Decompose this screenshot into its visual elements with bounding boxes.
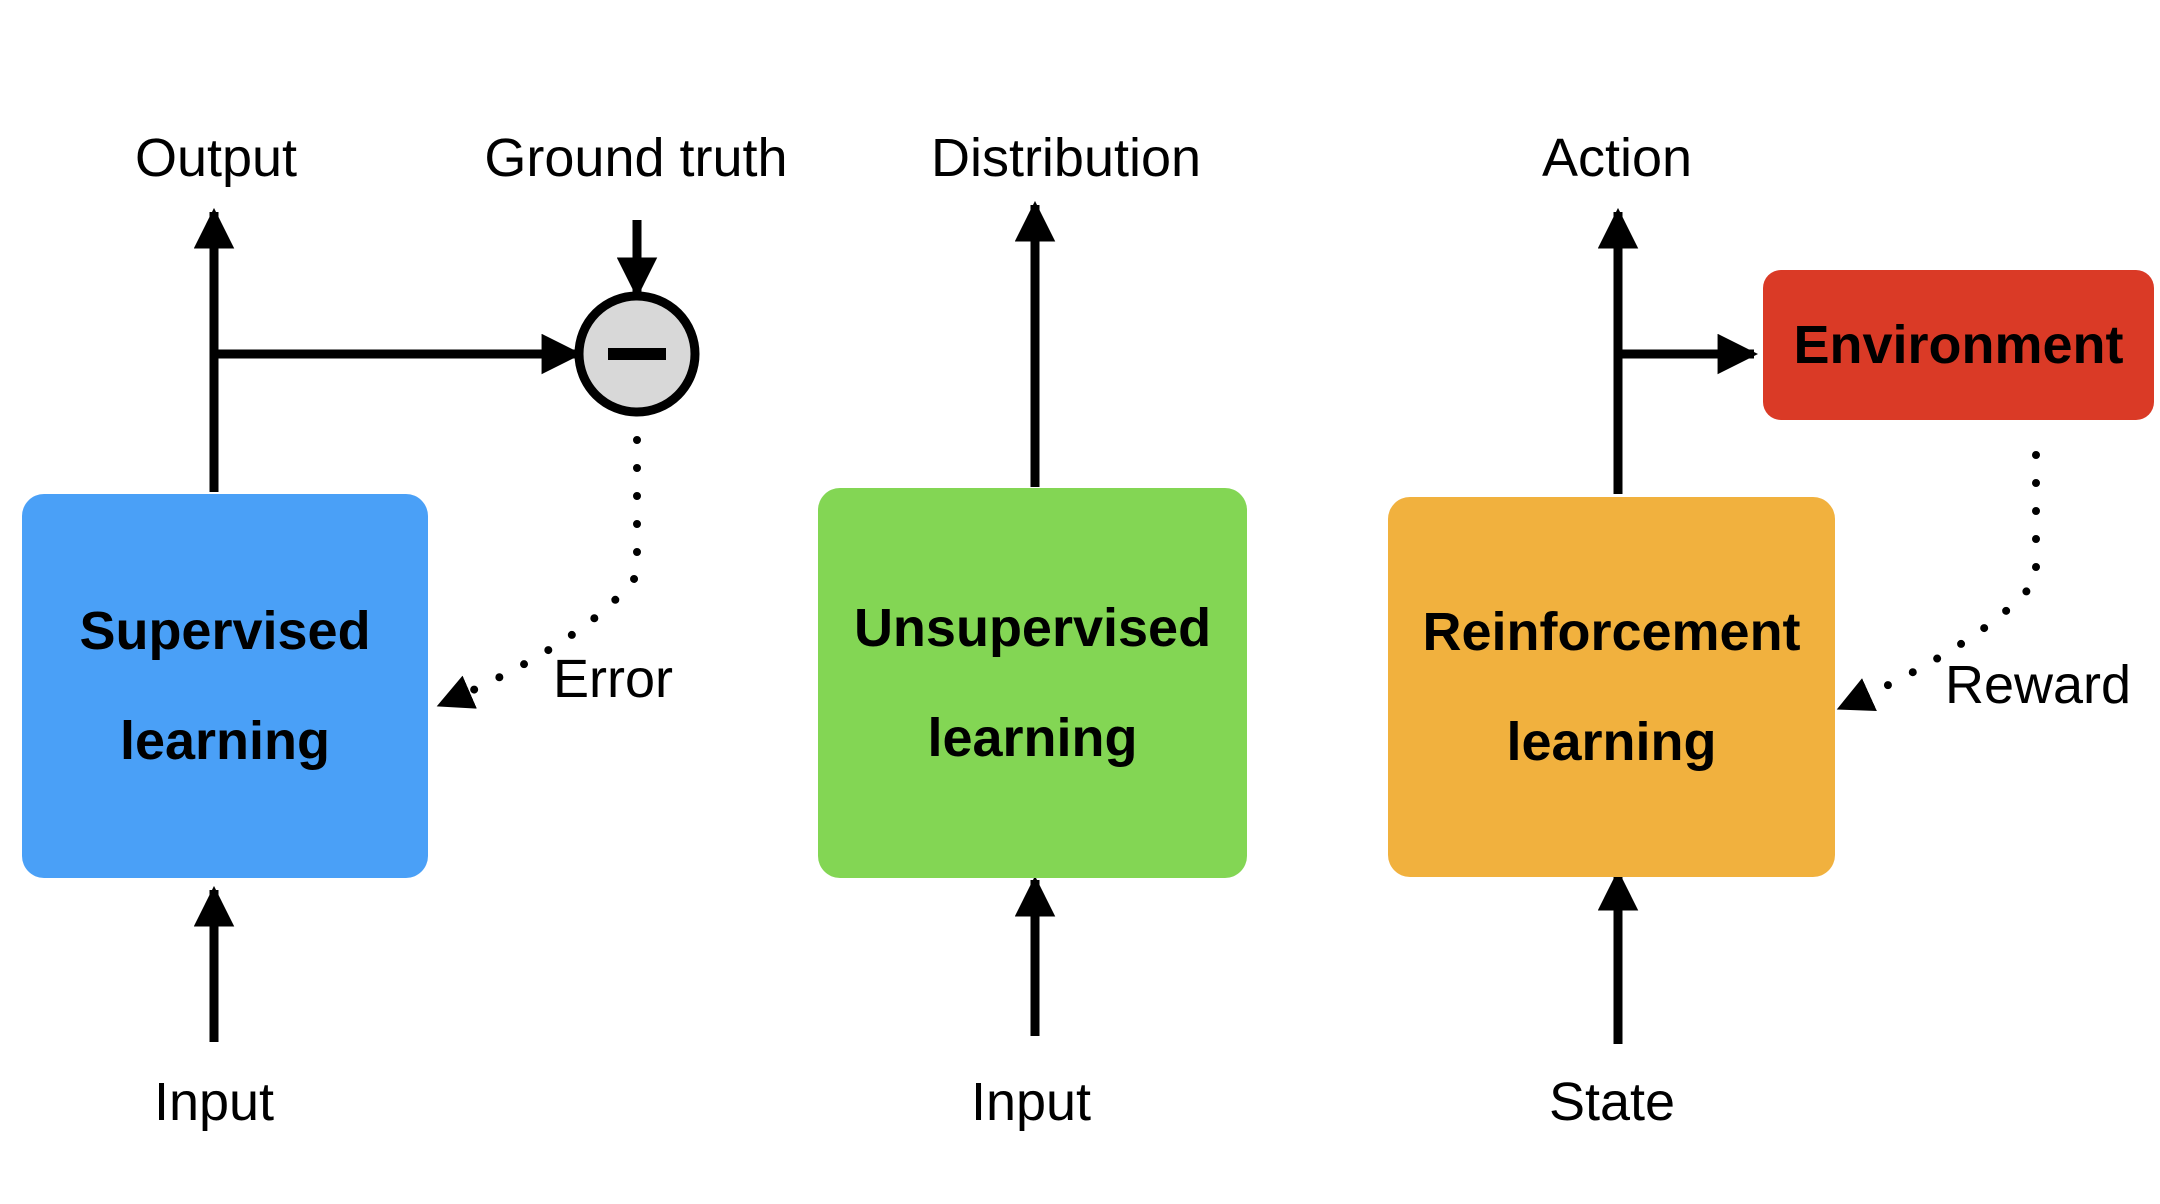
state-label: State bbox=[1548, 1072, 1676, 1132]
unsupervised-box-line2: learning bbox=[927, 708, 1138, 768]
reinforcement-box-line2: learning bbox=[1506, 712, 1717, 772]
ground-truth-label: Ground truth bbox=[484, 128, 788, 188]
unsupervised-input-label: Input bbox=[970, 1072, 1092, 1132]
supervised-learning-box: Supervised learning bbox=[22, 494, 428, 878]
minus-circle-icon bbox=[574, 291, 700, 417]
environment-box: Environment bbox=[1763, 270, 2154, 420]
error-label: Error bbox=[553, 649, 673, 709]
reinforcement-learning-box: Reinforcement learning bbox=[1388, 497, 1835, 877]
reward-feedback-arrow bbox=[1836, 451, 2040, 712]
unsupervised-box-line1: Unsupervised bbox=[853, 598, 1212, 658]
unsupervised-learning-box: Unsupervised learning bbox=[818, 488, 1247, 878]
error-feedback-arrow bbox=[436, 436, 641, 709]
distribution-label: Distribution bbox=[930, 128, 1202, 188]
supervised-box-line2: learning bbox=[119, 711, 331, 771]
action-label: Action bbox=[1541, 128, 1693, 188]
supervised-output-label: Output bbox=[134, 128, 298, 188]
supervised-input-label: Input bbox=[153, 1072, 275, 1132]
environment-label: Environment bbox=[1793, 315, 2124, 375]
reinforcement-box-line1: Reinforcement bbox=[1422, 602, 1801, 662]
supervised-box-line1: Supervised bbox=[79, 601, 371, 661]
reward-label: Reward bbox=[1944, 655, 2132, 715]
